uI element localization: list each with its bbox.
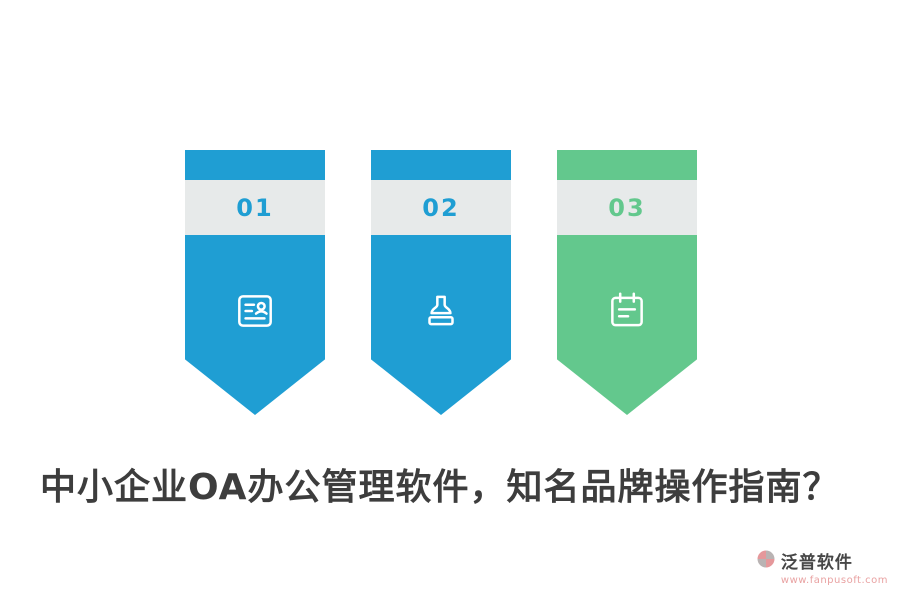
banner-number-band: 01 bbox=[185, 180, 325, 235]
brand-footer: 泛普软件 www.fanpusoft.com bbox=[756, 548, 888, 586]
id-card-icon bbox=[185, 288, 325, 334]
page-title: 中小企业OA办公管理软件，知名品牌操作指南？ bbox=[40, 467, 840, 508]
banner-number-band: 02 bbox=[371, 180, 511, 235]
banner-group: 01 02 03 bbox=[185, 150, 697, 415]
brand-logo-icon bbox=[756, 549, 776, 573]
banner-03: 03 bbox=[557, 150, 697, 415]
stamp-icon bbox=[371, 288, 511, 334]
banner-01: 01 bbox=[185, 150, 325, 415]
banner-02: 02 bbox=[371, 150, 511, 415]
brand-url: www.fanpusoft.com bbox=[780, 575, 888, 586]
notepad-icon bbox=[557, 288, 697, 334]
banner-number-band: 03 bbox=[557, 180, 697, 235]
brand-name: 泛普软件 bbox=[780, 553, 853, 573]
banner-number: 03 bbox=[608, 193, 646, 222]
banner-number: 01 bbox=[236, 193, 274, 222]
banner-number: 02 bbox=[422, 193, 460, 222]
